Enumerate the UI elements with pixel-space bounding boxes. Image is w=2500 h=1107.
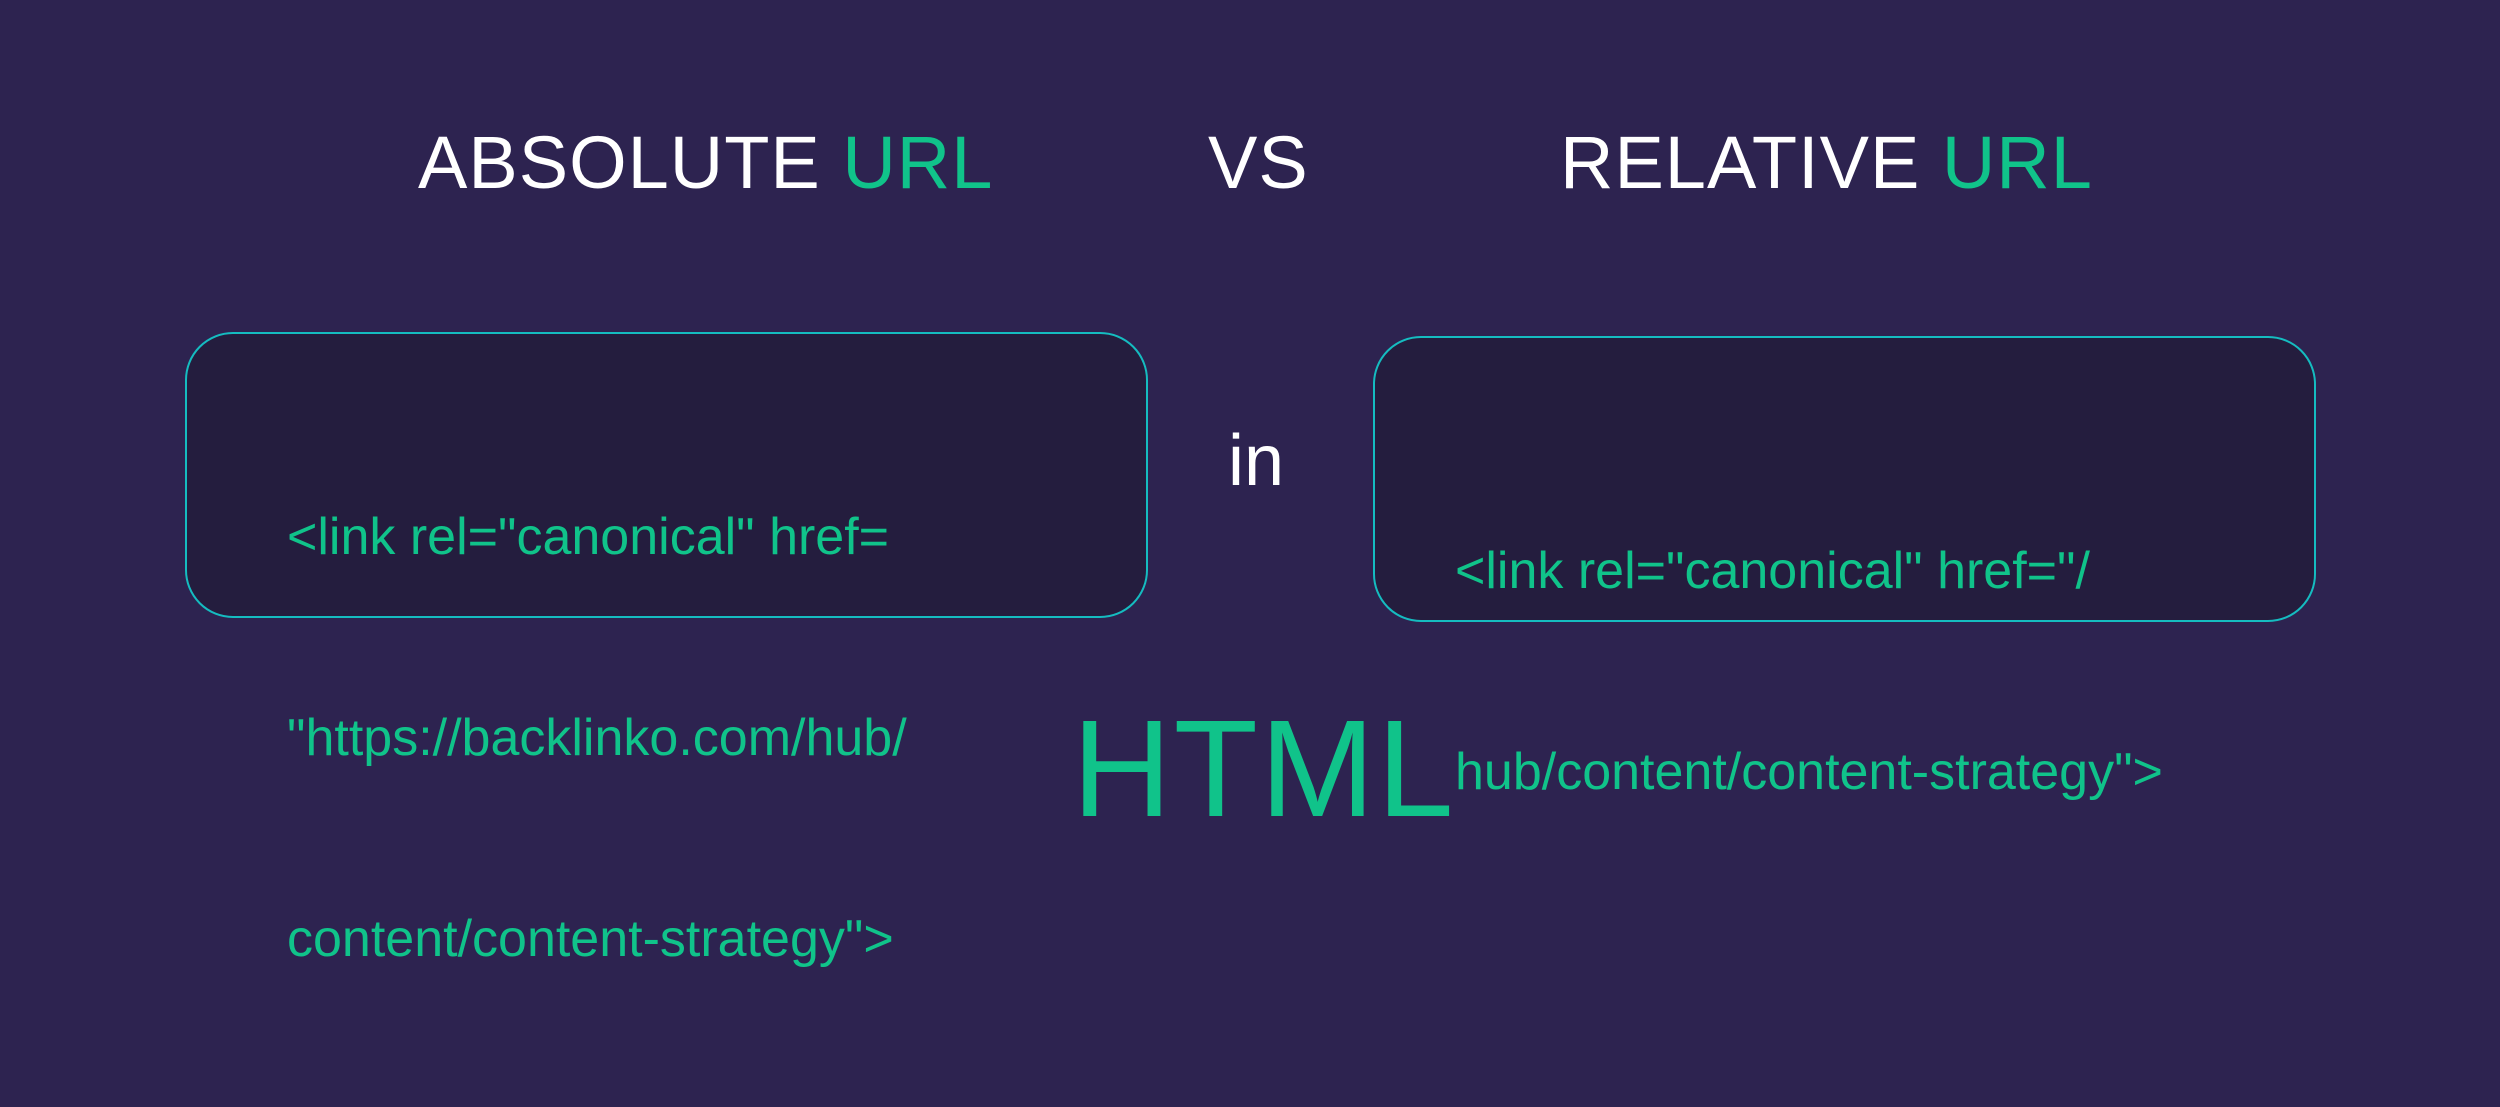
vs-label: VS [1208,121,1309,204]
in-connector: in [1228,421,1285,501]
code-line: <link rel="canonical" href= [287,508,890,566]
code-line: <link rel="canonical" href="/ [1455,542,2090,600]
code-line: hub/content/content-strategy"> [1455,743,2163,801]
html-label: HTML [1072,692,1456,846]
relative-url-heading: RELATIVE URL [1560,120,2093,205]
absolute-url-heading: ABSOLUTE URL [418,120,993,205]
code-line: content/content-strategy"> [287,910,894,968]
absolute-url-accent: URL [842,121,994,204]
absolute-word: ABSOLUTE [418,121,821,204]
code-line: "https://backlinko.com/hub/ [287,709,907,767]
relative-url-accent: URL [1941,121,2093,204]
relative-url-code-box: <link rel="canonical" href="/ hub/conten… [1373,336,2316,801]
relative-code: <link rel="canonical" href="/ hub/conten… [1455,404,2163,940]
relative-word: RELATIVE [1560,121,1921,204]
absolute-code: <link rel="canonical" href= "https://bac… [287,370,907,1107]
absolute-url-code-box: <link rel="canonical" href= "https://bac… [185,332,1148,968]
